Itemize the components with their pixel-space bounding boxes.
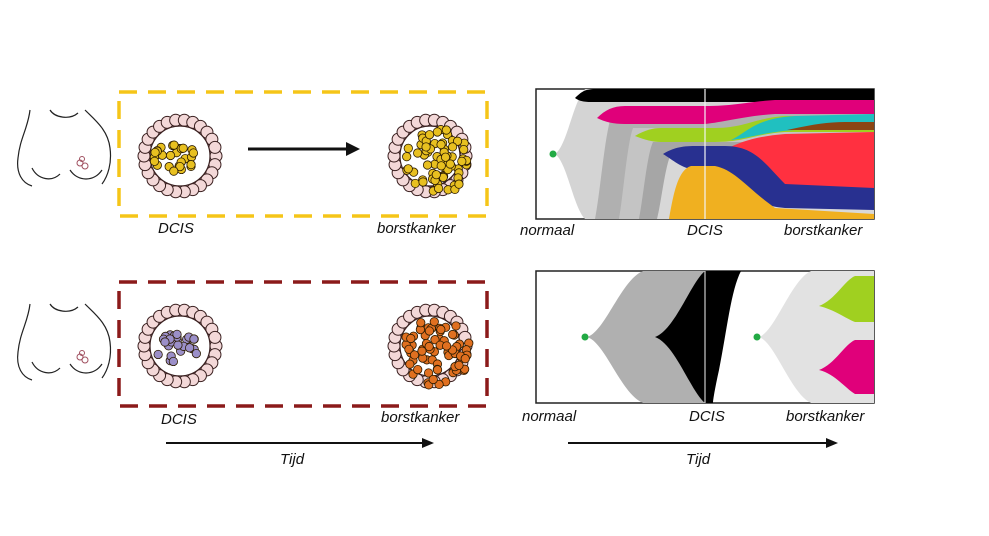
tumor-cell (172, 329, 182, 339)
tumor-cell (423, 368, 434, 378)
fishplot-top (535, 88, 875, 220)
bottom-dcis-label: DCIS (161, 411, 197, 428)
duct-bottom-dcis-icon (137, 303, 223, 389)
time-arrow-left-icon (166, 438, 434, 448)
tumor-cell (404, 344, 414, 354)
tumor-cell (436, 139, 446, 150)
top-borstkanker-label: borstkanker (377, 220, 456, 237)
top-progression-box (117, 90, 489, 218)
tumor-cell (424, 326, 435, 336)
tumor-cell (442, 341, 452, 351)
tumor-cell (454, 179, 464, 189)
fishplot-top-clone-5 (787, 122, 874, 130)
time-arrow-right-icon (568, 438, 838, 448)
tumor-cell (457, 156, 467, 166)
duct-bottom-cancer-icon (387, 303, 474, 390)
fishplot-bottom-origin-dot-1 (581, 333, 589, 341)
bottom-progression-box (117, 280, 489, 408)
tumor-cell (416, 318, 426, 328)
fishplot-bottom-label-normaal: normaal (522, 408, 577, 425)
fishplot-top-label-normaal: normaal (520, 222, 575, 239)
tumor-cell (454, 360, 464, 370)
tumor-cell (150, 147, 160, 158)
fishplot-bottom-origin-dot-2 (753, 333, 761, 341)
fishplot-top-clone-1 (575, 89, 874, 102)
time-label-right: Tijd (686, 451, 711, 468)
tumor-cell (440, 152, 451, 162)
tumor-cell (445, 159, 455, 169)
tumor-cell (406, 333, 416, 344)
tumor-cell (448, 142, 458, 152)
fishplot-bottom (535, 270, 875, 404)
tumor-cell (165, 150, 176, 161)
tumor-cell (421, 142, 431, 152)
duct-wall-cell (208, 140, 222, 154)
tumor-cell (418, 177, 428, 187)
progression-arrow-icon (248, 142, 360, 156)
tumor-cell (185, 343, 195, 353)
tumor-cell (149, 156, 160, 166)
tumor-cell (403, 164, 413, 174)
fishplot-top-origin-dot (549, 150, 557, 158)
tumor-cell (424, 341, 434, 352)
tumor-cell (459, 144, 469, 155)
tumor-cell (178, 143, 188, 153)
tumor-cell (434, 379, 444, 390)
tumor-cell (169, 140, 179, 150)
tumor-cell (153, 349, 163, 360)
fishplot-bottom-label-dcis: DCIS (689, 408, 725, 425)
tumor-cell (169, 166, 179, 176)
tumor-cell (441, 125, 451, 135)
top-dcis-label: DCIS (158, 220, 194, 237)
duct-wall-cell (208, 330, 222, 344)
tumor-cell (430, 335, 440, 345)
tumor-cell (460, 354, 470, 364)
fishplot-top-label-borstkanker: borstkanker (784, 222, 863, 239)
fishplot-bottom-clone-3 (819, 340, 874, 394)
tumor-cell (173, 340, 183, 350)
breast-outline-bottom-icon (17, 303, 112, 381)
tumor-cell (417, 346, 427, 356)
duct-top-cancer-icon (387, 113, 473, 199)
tumor-cell (186, 160, 196, 170)
tumor-cell (168, 356, 178, 367)
tumor-cell (433, 183, 444, 194)
duct-top-dcis-icon (137, 113, 223, 199)
tumor-cell (189, 334, 199, 344)
tumor-cell (436, 161, 446, 171)
tumor-cell (160, 337, 170, 347)
tumor-cell (402, 152, 412, 162)
tumor-cell (403, 143, 413, 153)
fishplot-bottom-label-borstkanker: borstkanker (786, 408, 865, 425)
tumor-cell (432, 127, 442, 137)
breast-outline-top-icon (17, 109, 112, 187)
bottom-borstkanker-label: borstkanker (381, 409, 460, 426)
fishplot-bottom-clone-2 (819, 276, 874, 322)
tumor-cell (405, 359, 415, 369)
fishplot-bottom-clone-grey-a (587, 271, 710, 403)
tumor-cell (191, 349, 201, 359)
tumor-cell (413, 365, 423, 375)
fishplot-top-label-dcis: DCIS (687, 222, 723, 239)
time-label-left: Tijd (280, 451, 305, 468)
fishplot-top-clone-8 (669, 166, 874, 219)
tumor-cell (424, 130, 435, 140)
tumor-cell (410, 178, 420, 189)
tumor-cell (451, 321, 461, 331)
fishplot-top-clone-7 (663, 146, 874, 210)
tumor-cell (175, 161, 185, 172)
tumor-cell (432, 365, 443, 375)
tumor-cell (409, 350, 420, 360)
tumor-cell (188, 148, 199, 158)
tumor-cell (413, 148, 423, 158)
fishplot-top-clone-2 (597, 100, 874, 124)
tumor-cell (431, 170, 441, 180)
fishplot-bottom-clone-1 (655, 271, 741, 403)
tumor-cell (436, 324, 446, 335)
tumor-cell (422, 160, 433, 170)
tumor-cell (448, 329, 458, 340)
tumor-cell (429, 317, 439, 327)
tumor-cell (428, 374, 438, 385)
